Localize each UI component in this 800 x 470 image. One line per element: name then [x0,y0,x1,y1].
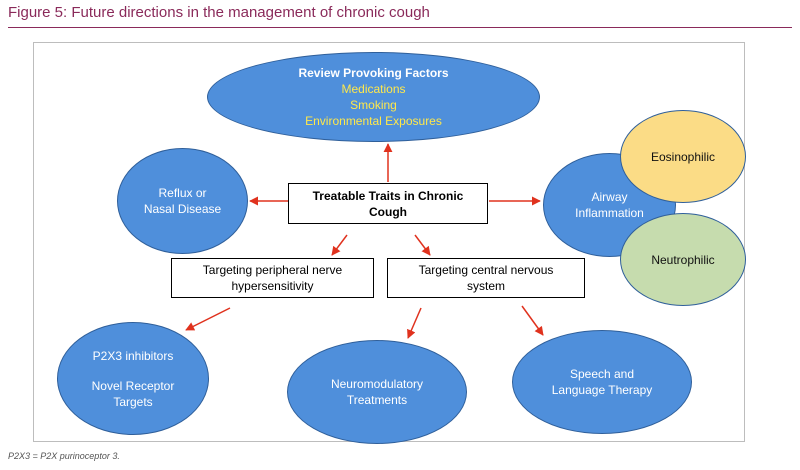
p2x3-inhibitors-node: P2X3 inhibitors Novel Receptor Targets [57,322,209,435]
reflux-line1: Reflux or [158,186,207,200]
p2x3-line3: Targets [113,394,153,409]
figure-footnote: P2X3 = P2X purinoceptor 3. [8,451,120,461]
speech-line2: Language Therapy [551,383,653,397]
central-nervous-box: Targeting central nervous system [387,258,585,298]
p2x3-line2: Novel Receptor [91,378,175,393]
reflux-nasal-node: Reflux or Nasal Disease [117,148,248,254]
review-item-smoking: Smoking [350,98,397,112]
speech-line1: Speech and [569,367,635,381]
treatable-traits-label: Treatable Traits in Chronic Cough [312,188,464,219]
neuro-line2: Treatments [346,393,408,407]
peripheral-line1: Targeting peripheral nerve [202,263,343,277]
treatable-traits-box: Treatable Traits in Chronic Cough [288,183,488,224]
eosinophilic-label: Eosinophilic [650,149,716,164]
neuromodulatory-node: Neuromodulatory Treatments [287,340,467,444]
eosinophilic-node: Eosinophilic [620,110,746,203]
airway-line1: Airway [591,190,628,204]
neuro-line1: Neuromodulatory [330,377,424,391]
neutrophilic-label: Neutrophilic [651,252,715,267]
peripheral-line2: hypersensitivity [231,279,314,293]
neutrophilic-node: Neutrophilic [620,213,746,306]
review-provoking-factors-node: Review Provoking Factors Medications Smo… [207,52,540,142]
speech-therapy-node: Speech and Language Therapy [512,330,692,434]
reflux-line2: Nasal Disease [143,202,222,216]
review-item-environmental: Environmental Exposures [305,114,442,128]
airway-line2: Inflammation [575,206,644,220]
central-line2: system [466,279,505,293]
figure-title: Figure 5: Future directions in the manag… [8,4,430,21]
p2x3-line1: P2X3 inhibitors [92,348,174,363]
title-divider [8,27,792,28]
review-title: Review Provoking Factors [298,66,449,80]
peripheral-nerve-box: Targeting peripheral nerve hypersensitiv… [171,258,374,298]
central-line1: Targeting central nervous [418,263,554,277]
review-item-medications: Medications [341,82,406,96]
